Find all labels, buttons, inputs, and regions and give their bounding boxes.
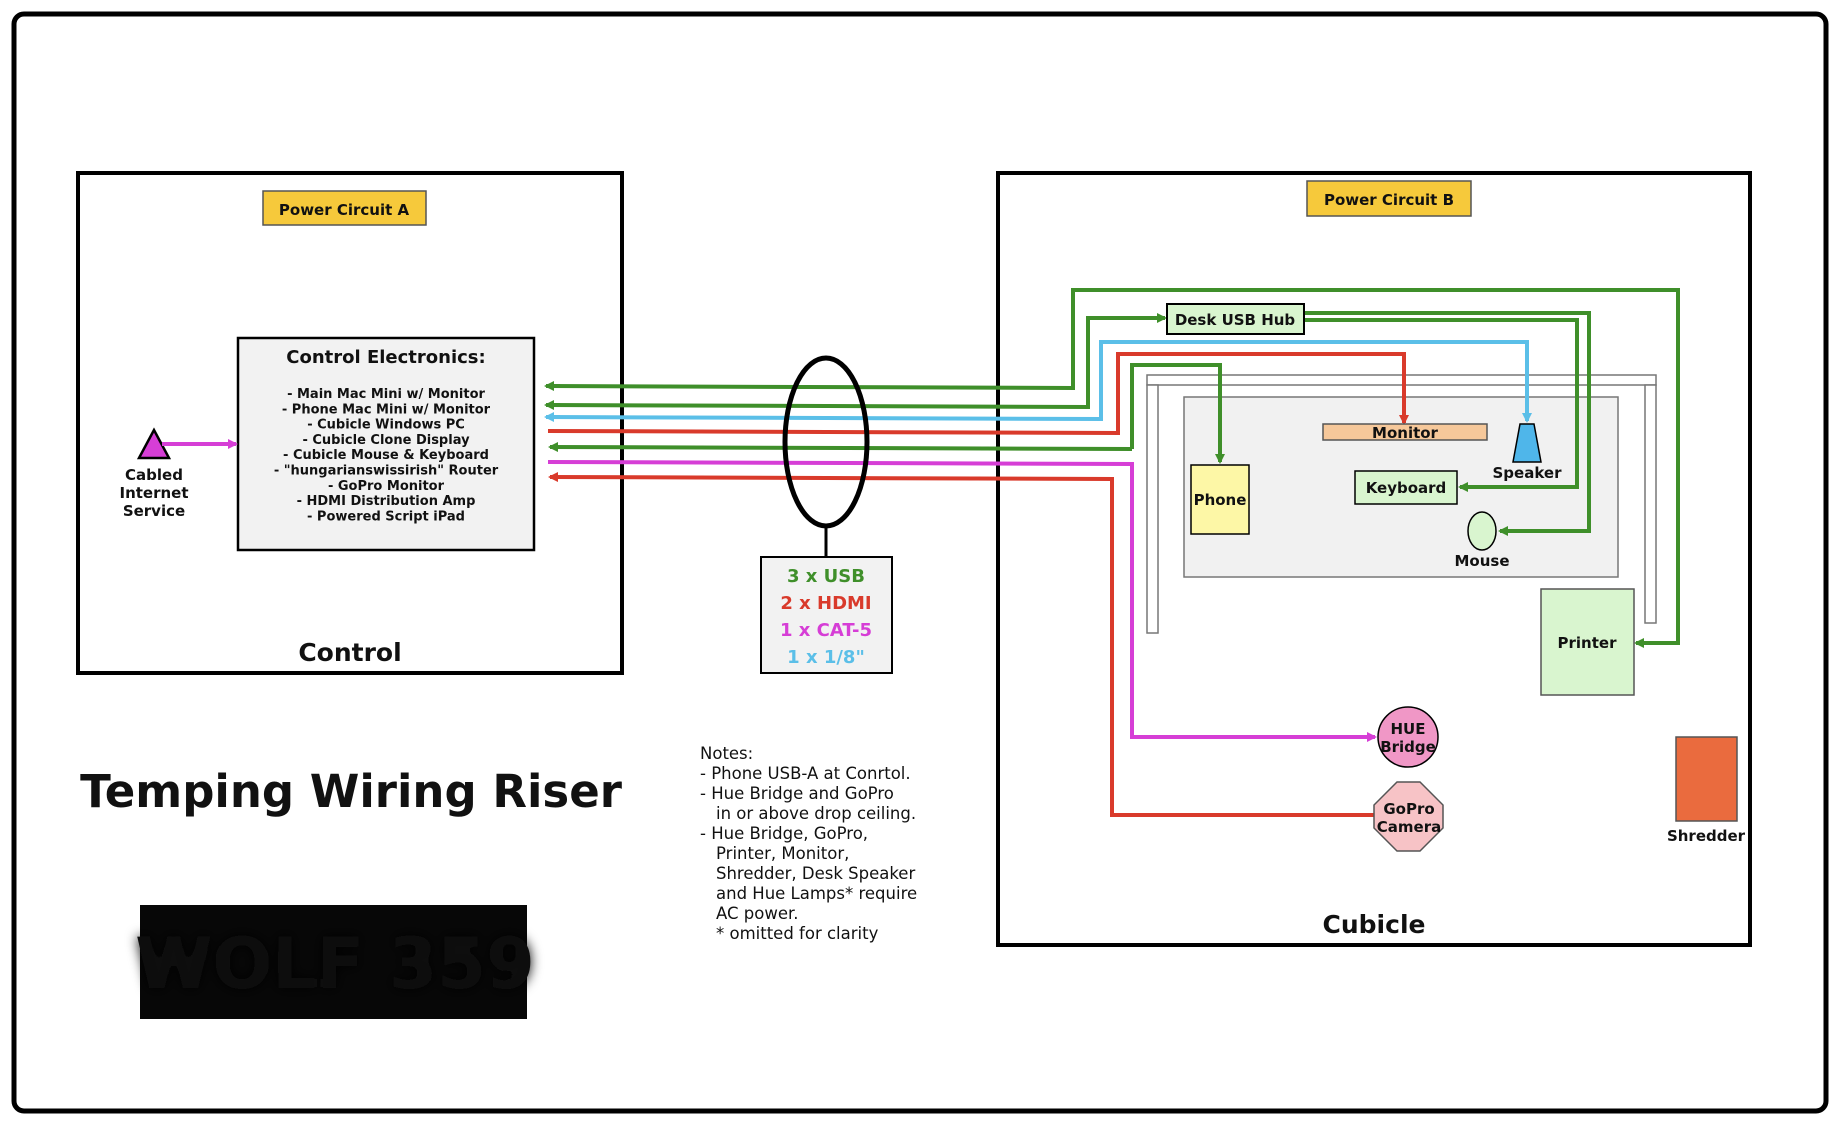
- control-electronics-item: - Powered Script iPad: [307, 509, 465, 524]
- power-circuit-b-badge: [1306, 180, 1472, 217]
- usb-wire-phone-run: [548, 442, 1133, 453]
- notes-block: Notes:- Phone USB-A at Conrtol.- Hue Bri…: [700, 744, 917, 943]
- control-electronics-item: - Phone Mac Mini w/ Monitor: [282, 402, 491, 417]
- gopro-camera-label: Camera: [1377, 818, 1441, 836]
- notes-line: and Hue Lamps* require: [716, 884, 917, 903]
- mouse-label: Mouse: [1454, 552, 1509, 570]
- speaker-label: Speaker: [1493, 464, 1563, 482]
- control-label: Control: [298, 638, 401, 667]
- notes-line: Shredder, Desk Speaker: [716, 864, 915, 883]
- control-electronics-title: Control Electronics:: [286, 347, 485, 368]
- power-circuit-a-badge: [262, 190, 427, 226]
- control-electronics-item: - "hungarianswissirish" Router: [274, 464, 499, 479]
- diagram-title: Temping Wiring Riser: [80, 765, 623, 818]
- speaker-icon: [1512, 423, 1542, 463]
- notes-line: - Hue Bridge and GoPro: [700, 784, 894, 803]
- usb-wire-printer: [547, 288, 1680, 648]
- notes-line: Printer, Monitor,: [716, 844, 849, 863]
- control-electronics-item: - Cubicle Clone Display: [302, 433, 470, 448]
- power-circuit-b-label: Power Circuit B: [1324, 191, 1454, 209]
- control-electronics-item: - Main Mac Mini w/ Monitor: [287, 387, 485, 402]
- notes-line: - Hue Bridge, GoPro,: [700, 824, 868, 843]
- cable-legend-audio: 1 x 1/8": [787, 647, 865, 668]
- monitor-label: Monitor: [1372, 424, 1439, 442]
- hue-bridge-label: Bridge: [1380, 738, 1436, 756]
- notes-line: AC power.: [716, 904, 799, 923]
- wolf-359-logo: [140, 905, 527, 1019]
- control-electronics-item: - GoPro Monitor: [328, 479, 445, 494]
- hdmi-wire-gopro: [548, 472, 1374, 817]
- cable-legend-usb: 3 x USB: [787, 566, 865, 587]
- desk-top: [1146, 374, 1657, 386]
- gopro-camera-label: GoPro: [1383, 800, 1434, 818]
- control-electronics-item: - Cubicle Windows PC: [307, 418, 465, 433]
- usb-wire-hub: [547, 313, 1167, 410]
- notes-line: * omitted for clarity: [716, 924, 879, 943]
- usb-wire-keyboard: [1305, 318, 1579, 492]
- internet-triangle-icon: [136, 427, 172, 460]
- notes-line: Notes:: [700, 744, 753, 763]
- cable-legend-box: [760, 556, 893, 674]
- notes-line: in or above drop ceiling.: [716, 804, 916, 823]
- usb-hub-box: [1166, 303, 1305, 335]
- usb-wire-mouse: [1305, 311, 1591, 536]
- shredder-label: Shredder: [1667, 827, 1746, 845]
- cat5-wire-hue: [547, 460, 1377, 742]
- keyboard-label: Keyboard: [1366, 479, 1447, 497]
- cubicle-label: Cubicle: [1323, 910, 1426, 939]
- keyboard-box: [1354, 470, 1458, 505]
- printer-label: Printer: [1558, 634, 1618, 652]
- control-electronics-item: - Cubicle Mouse & Keyboard: [283, 448, 489, 463]
- hdmi-wire-monitor: [547, 352, 1406, 436]
- control-electronics-item: - HDMI Distribution Amp: [297, 494, 476, 509]
- cable-legend-cat5: 1 x CAT-5: [780, 620, 872, 641]
- internet-label-line: Service: [123, 502, 185, 520]
- desk-leg-right: [1644, 384, 1657, 624]
- phone-box: [1190, 464, 1250, 535]
- desk-leg-left: [1146, 384, 1159, 634]
- audio-wire-speaker: [547, 340, 1532, 423]
- internet-label-line: Cabled: [125, 466, 183, 484]
- monitor-box: [1322, 423, 1488, 441]
- shredder-box: [1675, 736, 1738, 822]
- gopro-camera-icon: [1373, 781, 1444, 852]
- printer-box: [1540, 588, 1635, 696]
- power-circuit-a-label: Power Circuit A: [279, 201, 410, 219]
- usb-hub-label: Desk USB Hub: [1175, 311, 1296, 329]
- mouse-icon: [1467, 511, 1497, 551]
- cable-legend-hdmi: 2 x HDMI: [780, 593, 871, 614]
- notes-line: - Phone USB-A at Conrtol.: [700, 764, 911, 783]
- phone-label: Phone: [1194, 491, 1247, 509]
- hue-bridge-icon: [1377, 706, 1439, 768]
- hue-bridge-label: HUE: [1391, 720, 1426, 738]
- control-electronics-box: [236, 336, 536, 552]
- wolf-359-logo-text: WOLF 359: [135, 923, 535, 1005]
- usb-wire-phone: [1130, 363, 1225, 464]
- wires: [547, 288, 1680, 817]
- control-electronics-list: - Main Mac Mini w/ Monitor- Phone Mac Mi…: [274, 387, 499, 524]
- internet-label-line: Internet: [119, 484, 188, 502]
